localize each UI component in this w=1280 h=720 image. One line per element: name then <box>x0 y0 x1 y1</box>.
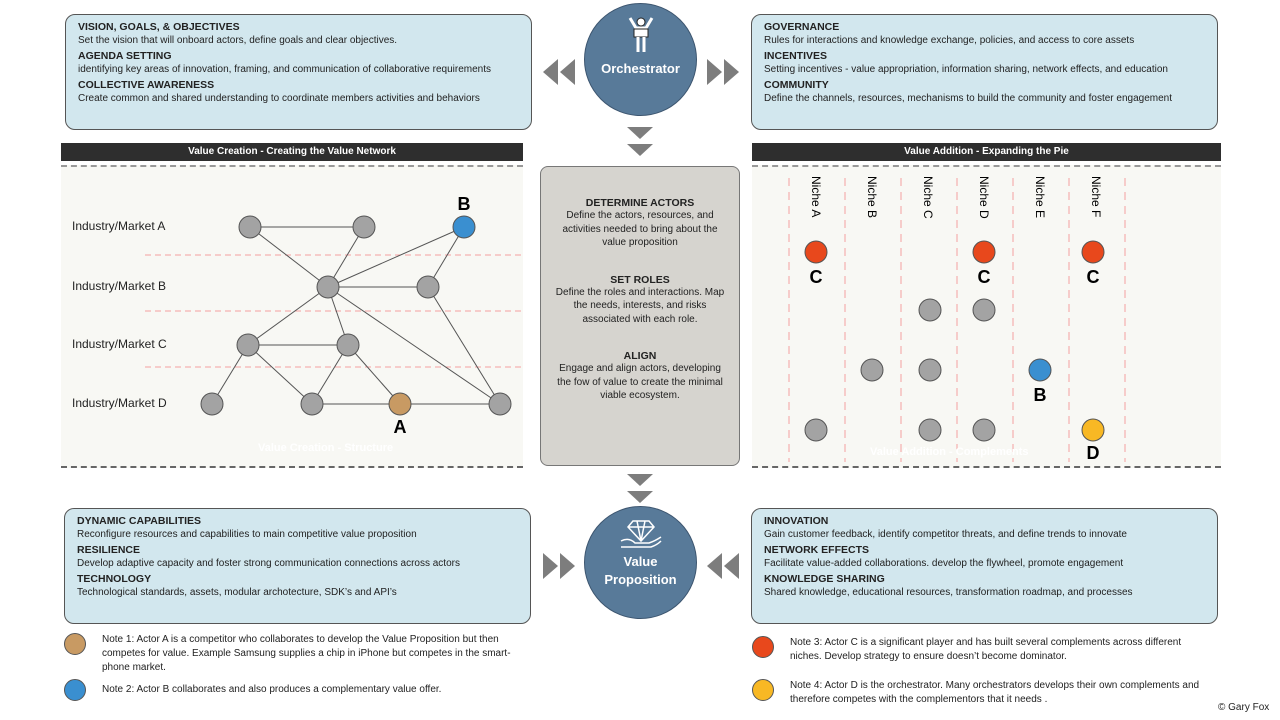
section-title: DYNAMIC CAPABILITIES <box>77 515 202 527</box>
arrow-right-icon <box>707 59 722 85</box>
section-text: Define the channels, resources, mechanis… <box>764 93 1172 104</box>
arrow-right-icon <box>724 59 739 85</box>
arrow-down-icon <box>627 127 653 139</box>
arrow-right-icon <box>560 553 575 579</box>
section-title: VISION, GOALS, & OBJECTIVES <box>78 21 240 33</box>
market-label: Industry/Market A <box>72 219 166 233</box>
section-text: Set the vision that will onboard actors,… <box>78 35 398 46</box>
section-text: identifying key areas of innovation, fra… <box>78 64 491 75</box>
section-text: Rules for interactions and knowledge exc… <box>764 35 1135 46</box>
step-title: DETERMINE ACTORS <box>585 197 695 209</box>
note-actor-c: Note 3: Actor C is a significant player … <box>752 636 1212 664</box>
section-text: Develop adaptive capacity and foster str… <box>77 558 460 569</box>
arrow-down-icon <box>627 474 653 486</box>
actor-d-swatch <box>752 679 774 701</box>
section-title: KNOWLEDGE SHARING <box>764 573 885 585</box>
arrow-left-icon <box>707 553 722 579</box>
arrow-right-icon <box>543 553 558 579</box>
note-text: Note 1: Actor A is a competitor who coll… <box>102 634 511 673</box>
step-title: SET ROLES <box>610 273 670 286</box>
section-title: COMMUNITY <box>764 79 829 91</box>
section-text: Create common and shared understanding t… <box>78 93 480 104</box>
step-title: ALIGN <box>623 350 657 362</box>
orchestrator-circle: Orchestrator <box>584 3 697 116</box>
capabilities-box: DYNAMIC CAPABILITIES Reconfigure resource… <box>64 508 531 624</box>
value-proposition-circle: Value Proposition <box>584 506 697 619</box>
section-title: NETWORK EFFECTS <box>764 544 869 556</box>
arrow-left-icon <box>560 59 575 85</box>
section-title: GOVERNANCE <box>764 21 840 33</box>
section-title: COLLECTIVE AWARENESS <box>78 79 215 91</box>
arrow-left-icon <box>724 553 739 579</box>
section-title: AGENDA SETTING <box>78 50 172 62</box>
value-creation-watermark: Value Creation - Structure <box>258 442 394 454</box>
governance-box: GOVERNANCE Rules for interactions and kno… <box>751 14 1218 130</box>
section-text: Reconfigure resources and capabilities t… <box>77 529 417 540</box>
section-text: Shared knowledge, educational resources,… <box>764 587 1133 598</box>
value-proposition-label: Proposition <box>604 572 677 587</box>
note-actor-a: Note 1: Actor A is a competitor who coll… <box>64 633 534 675</box>
note-text: Note 4: Actor D is the orchestrator. Man… <box>790 680 1200 705</box>
diamond-hand-icon <box>620 520 662 548</box>
step-text: Engage and align actors, developing the … <box>557 363 723 401</box>
value-addition-watermark: Value Addition - Complements <box>870 446 1029 458</box>
arrow-down-icon <box>627 144 653 156</box>
orchestrator-label: Orchestrator <box>601 61 680 76</box>
actor-b-swatch <box>64 679 86 701</box>
note-actor-b: Note 2: Actor B collaborates and also pr… <box>64 679 534 701</box>
section-text: Gain customer feedback, identify competi… <box>764 529 1127 540</box>
market-label: Industry/Market D <box>72 396 167 410</box>
section-title: INCENTIVES <box>764 50 828 62</box>
market-label: Industry/Market B <box>72 279 167 293</box>
actor-c-swatch <box>752 636 774 658</box>
section-title: INNOVATION <box>764 515 829 527</box>
note-text: Note 3: Actor C is a significant player … <box>790 637 1182 662</box>
arrow-down-icon <box>627 491 653 503</box>
arrow-left-icon <box>543 59 558 85</box>
value-addition-header: Value Addition - Expanding the Pie <box>752 143 1221 161</box>
copyright: © Gary Fox <box>1218 702 1270 713</box>
section-text: Setting incentives - value appropriation… <box>764 64 1168 75</box>
conductor-icon <box>628 17 653 52</box>
market-label: Industry/Market C <box>72 337 167 351</box>
step-text: Define the actors, resources, and activi… <box>562 210 718 248</box>
section-text: Facilitate value-added collaborations. d… <box>764 558 1124 569</box>
innovation-box: INNOVATION Gain customer feedback, identi… <box>751 508 1218 624</box>
step-text: Define the roles and interactions. Map t… <box>555 286 725 325</box>
note-text: Note 2: Actor B collaborates and also pr… <box>102 684 442 695</box>
niche-panel <box>752 165 1221 468</box>
orchestration-functions-box: VISION, GOALS, & OBJECTIVES Set the visio… <box>65 14 532 130</box>
note-actor-d: Note 4: Actor D is the orchestrator. Man… <box>752 679 1212 707</box>
value-network-panel <box>61 165 523 468</box>
section-title: TECHNOLOGY <box>77 573 152 585</box>
value-creation-header: Value Creation - Creating the Value Netw… <box>61 143 523 161</box>
actor-a-swatch <box>64 633 86 655</box>
value-proposition-label: Value <box>623 554 658 569</box>
section-title: RESILIENCE <box>77 544 141 556</box>
section-text: Technological standards, assets, modular… <box>77 587 397 598</box>
